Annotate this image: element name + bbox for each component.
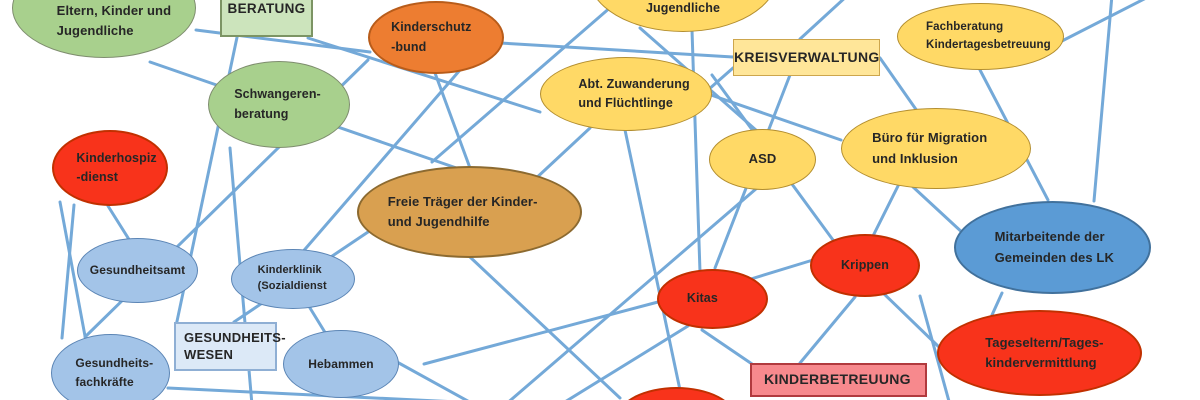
connector-line <box>910 184 967 237</box>
category-label: KINDERBETREUUNG <box>764 371 911 388</box>
node-label: Tageseltern/Tages- <box>985 334 1104 350</box>
connector-line <box>298 68 462 257</box>
node-schwangerenberatung: Schwangeren- beratung <box>208 61 350 148</box>
connector-line <box>60 203 76 340</box>
node-freie-traeger-kinder-jugendhilfe: Freie Träger der Kinder- und Jugendhilfe <box>357 166 582 258</box>
category-box-kinderbetreuung: KINDERBETREUUNG <box>750 363 927 397</box>
node-label: Gemeinden des LK <box>994 249 1114 265</box>
connector-line <box>623 128 682 392</box>
node-label: Hebammen <box>308 356 374 371</box>
node-label: und Inklusion <box>872 150 958 166</box>
node-label: Jugendliche <box>56 22 134 38</box>
node-label: Gesundheits- <box>75 356 154 371</box>
node-label: (Sozialdienst <box>257 280 327 292</box>
node-kinderschutzbund: Kinderschutz -bund <box>368 1 504 74</box>
node-label: ASD <box>748 151 777 167</box>
node-label: Gesundheitsamt <box>89 263 186 278</box>
node-label: beratung <box>234 106 289 121</box>
node-kinderklinik-sozialdienst: Kinderklinik (Sozialdienst <box>231 249 355 309</box>
node-label: -dienst <box>76 170 119 184</box>
node-label: Kinderschutz <box>391 20 472 35</box>
node-fachberatung-kindertagesbetreuung: Fachberatung Kindertagesbetreuung <box>897 3 1064 70</box>
node-label: und Jugendhilfe <box>387 214 490 229</box>
category-label: WESEN <box>184 346 234 362</box>
node-label: kindervermittlung <box>985 355 1097 370</box>
connector-line <box>430 4 614 164</box>
node-asd: ASD <box>709 129 816 190</box>
node-gesundheitsamt: Gesundheitsamt <box>77 238 198 303</box>
node-beratung-eltern-kinder-jugendliche: Beratung für Eltern, Kinder und Jugendli… <box>12 0 196 58</box>
node-jugendliche: Jugendliche <box>588 0 778 32</box>
category-label: BERATUNG <box>227 1 306 17</box>
connector-line <box>918 294 951 400</box>
connector-line <box>1092 0 1114 203</box>
node-kinderhospizdienst: Kinderhospiz -dienst <box>52 130 168 206</box>
category-box-beratung: BERATUNG <box>220 0 313 37</box>
node-label: Kitas <box>686 291 718 306</box>
connector-line <box>498 41 735 59</box>
node-label: Kinderklinik <box>257 264 322 277</box>
connector-line <box>798 295 857 365</box>
node-label: Kinderhospiz <box>76 150 157 165</box>
node-hebammen: Hebammen <box>283 330 399 398</box>
node-label: Kindertagesbetreuung <box>926 38 1051 51</box>
connector-line <box>530 126 592 184</box>
node-label: Krippen <box>841 257 889 272</box>
node-label: Freie Träger der Kinder- <box>387 193 538 209</box>
node-label: Eltern, Kinder und <box>56 2 172 18</box>
node-abt-zuwanderung-fluechtlinge: Abt. Zuwanderung und Flüchtlinge <box>540 57 712 131</box>
category-label: KREISVERWALTUNG <box>734 48 880 65</box>
connector-line <box>306 36 542 114</box>
node-gesundheitsfachkraefte: Gesundheits- fachkräfte <box>51 334 170 400</box>
node-label: Abt. Zuwanderung <box>578 76 690 91</box>
node-krippen: Krippen <box>810 234 920 297</box>
connector-line <box>308 306 328 336</box>
node-label: fachkräfte <box>75 375 134 389</box>
category-label: GESUNDHEITS- <box>184 330 286 346</box>
node-label: Büro für Migration <box>872 130 988 146</box>
connector-line <box>106 204 132 243</box>
node-kitas: Kitas <box>657 269 768 329</box>
connector-line <box>870 184 900 240</box>
connector-line <box>422 300 660 366</box>
node-tageseltern-tageskindervermittlung: Tageseltern/Tages- kindervermittlung <box>937 310 1142 396</box>
category-box-gesundheitswesen: GESUNDHEITS- WESEN <box>174 322 286 371</box>
connector-line <box>395 360 470 400</box>
node-mitarbeitende-gemeinden: Mitarbeitende der Gemeinden des LK <box>954 201 1151 294</box>
connector-line <box>878 288 942 350</box>
node-label: und Flüchtlinge <box>578 96 673 110</box>
connector-line <box>58 200 87 338</box>
connector-line <box>700 328 754 366</box>
node-label: -bund <box>391 39 427 54</box>
connector-line <box>1058 0 1146 44</box>
connector-line <box>690 28 702 274</box>
node-label: Mitarbeitende der <box>994 229 1105 245</box>
node-label: Schwangeren- <box>234 87 321 102</box>
node-label: Jugendliche <box>645 0 721 15</box>
connector-line <box>433 71 472 170</box>
node-buero-migration-inklusion: Büro für Migration und Inklusion <box>841 108 1031 189</box>
connector-line <box>798 0 845 41</box>
category-box-kreisverwaltung: KREISVERWALTUNG <box>733 39 880 76</box>
connector-line <box>565 324 690 400</box>
connector-line <box>166 386 448 400</box>
node-label: Fachberatung <box>926 20 1004 33</box>
connector-line <box>508 186 759 400</box>
connector-line <box>468 255 622 400</box>
connector-line <box>706 66 735 92</box>
connector-line <box>990 291 1004 317</box>
